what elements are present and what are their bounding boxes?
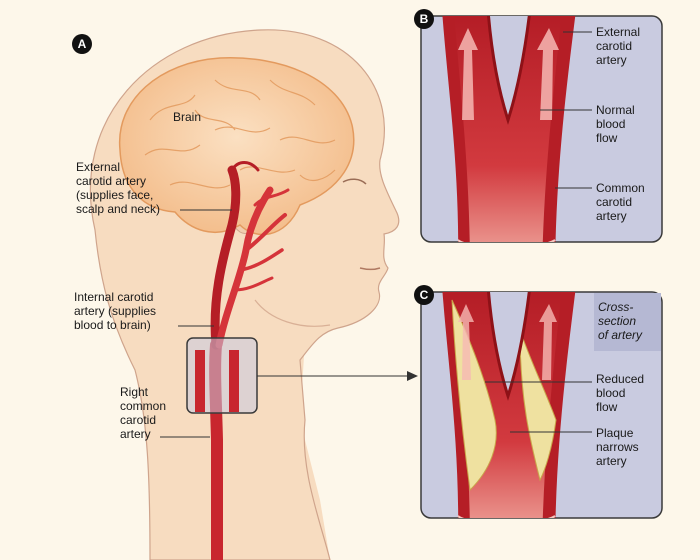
leader-lines-b [540, 31, 592, 189]
eye [342, 178, 367, 185]
head-illustration [89, 29, 418, 560]
flow-arrows-c [458, 304, 557, 380]
internal-carotid-artery [210, 165, 241, 350]
reduced-blood-flow-label: Reduced blood flow [596, 372, 645, 414]
brain-folds [144, 79, 336, 189]
connector-arrow [257, 371, 418, 381]
cross-section-tab [594, 293, 661, 351]
right-common-carotid-label: Right common carotid artery [120, 385, 167, 441]
panel-a-badge: A [72, 34, 92, 54]
jaw-line [254, 299, 331, 327]
normal-blood-flow-label: Normal blood flow [596, 103, 635, 145]
leader-lines-c [485, 381, 592, 433]
leader-lines-a [160, 209, 232, 438]
brain-label: Brain [173, 110, 202, 124]
cross-section-label: Cross- section of artery [598, 300, 643, 342]
bifurcation-c [486, 292, 532, 401]
artery-lumen-c [454, 292, 562, 518]
common-carotid-b-label: Common carotid artery [596, 181, 645, 223]
plaque-label: Plaque narrows artery [596, 426, 639, 468]
internal-carotid-label: Internal carotid artery (supplies blood … [74, 290, 157, 332]
panel-b-badge: B [414, 9, 434, 29]
bifurcation-b [486, 16, 532, 125]
plaque-right [519, 329, 557, 482]
panel-b [420, 15, 663, 243]
external-carotid-b-label: External carotid artery [596, 25, 641, 67]
flow-arrows-b [458, 28, 559, 120]
external-carotid-label: External carotid artery (supplies face, … [76, 160, 161, 216]
mouth [359, 267, 381, 271]
panel-c-badge: C [414, 285, 434, 305]
artery-lumen-b [454, 16, 562, 242]
panel-c [420, 291, 663, 519]
brain [118, 57, 355, 236]
